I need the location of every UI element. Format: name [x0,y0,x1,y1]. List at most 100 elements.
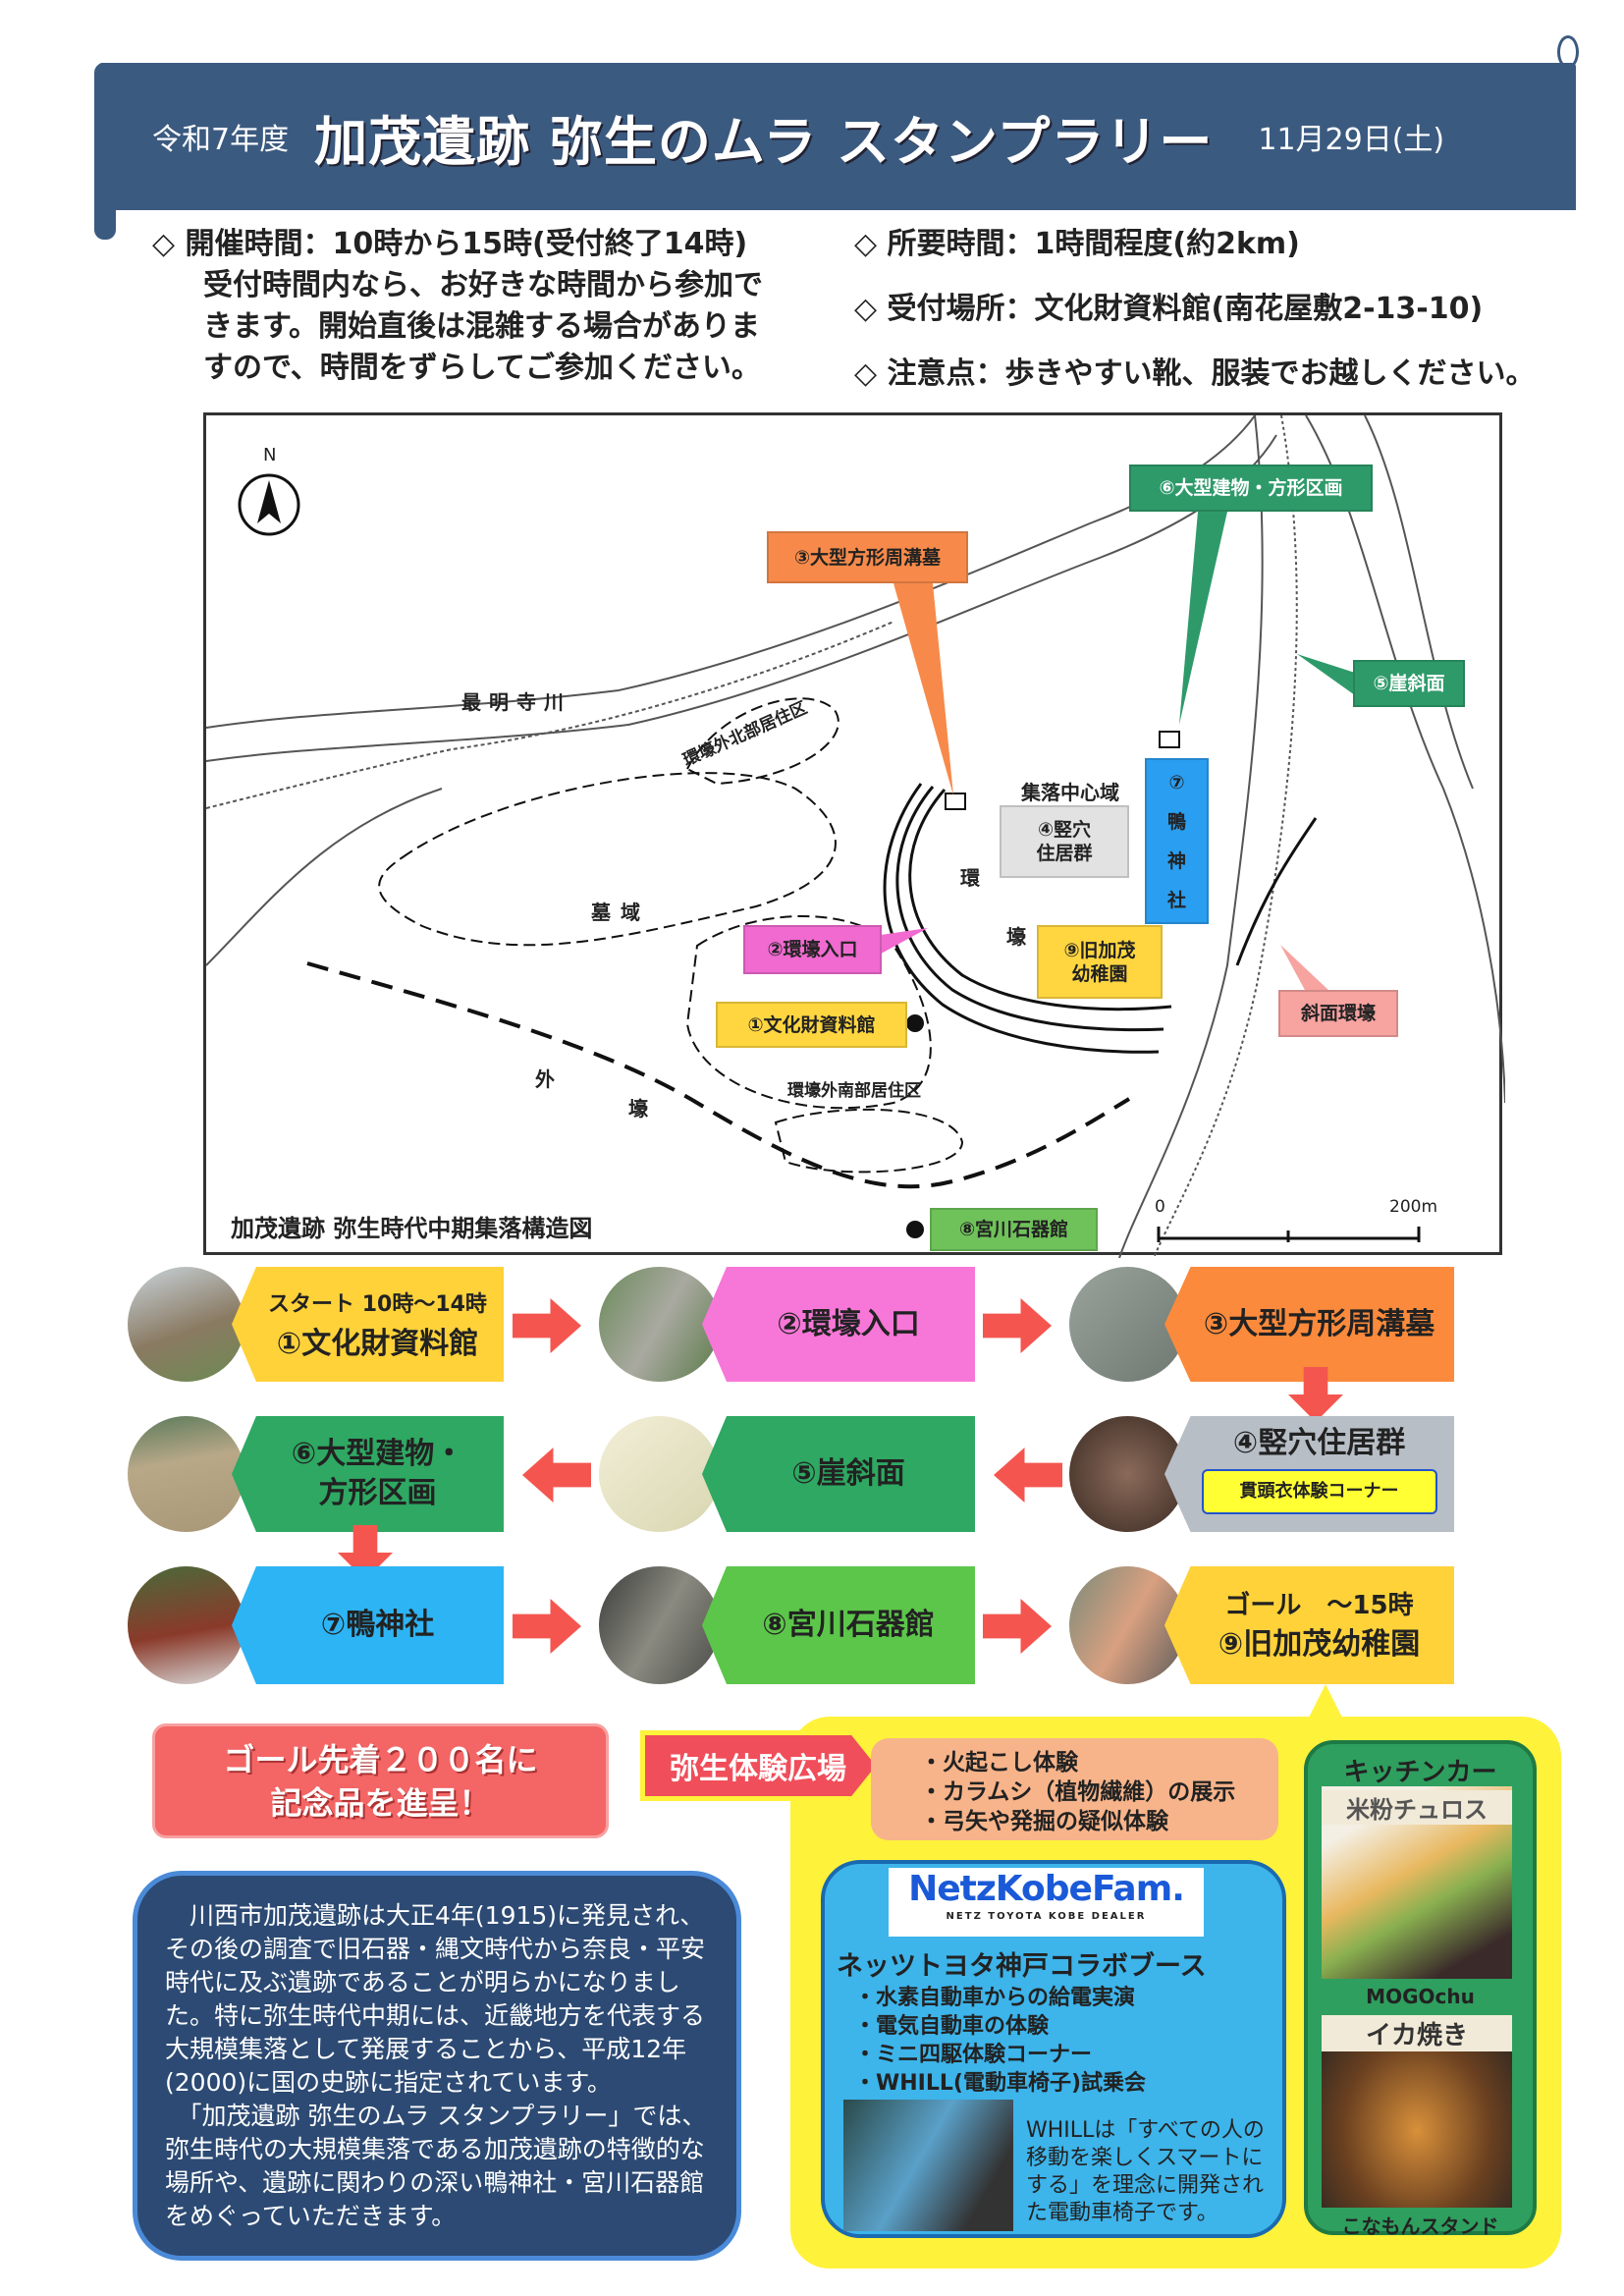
photo-entrance [599,1267,720,1382]
ring-moat-label: 壕 [1006,925,1026,949]
hours-label: ◇ 開催時間： [152,227,333,261]
netz-logo: NetzKobeFam. NETZ TOYOTA KOBE DEALER [889,1868,1204,1937]
activity-item: ・カラムシ（植物繊維）の展示 [920,1779,1236,1805]
river-bank [206,415,1256,729]
place-label: ◇ 受付場所： [854,292,1035,326]
photo-museum [128,1267,244,1382]
map-label-slope-moat: 斜面環壕 [1278,990,1398,1037]
prize-banner: ゴール先着２００名に記念品を進呈！ [152,1723,609,1838]
hours-note: すので、時間をずらしてご参加ください。 [203,351,761,385]
map-label-building: ⑥大型建物・方形区画 [1129,465,1373,512]
map-label-tomb: ③大型方形周溝墓 [767,531,968,583]
north-arrow-icon [257,480,281,523]
photo-stone-museum [599,1566,720,1684]
terrace-edge [206,788,443,966]
arrow-right-icon [983,1599,1052,1654]
hours-value: 10時から15時(受付終了14時) [332,227,748,261]
location-dot [906,1014,924,1032]
south-residence-label: 環壕外南部居住区 [787,1081,921,1101]
outer-moat-label: 壕 [628,1097,648,1121]
about-panel: 川西市加茂遺跡は大正4年(1915)に発見され、その後の調査で旧石器・縄文時代か… [133,1871,741,2261]
center-label: 集落中心域 [1021,781,1119,804]
stream [1305,415,1505,1104]
photo-building [128,1416,244,1532]
place-value: 文化財資料館(南花屋敷2-13-10) [1034,292,1484,326]
label-pointer [1179,512,1227,725]
kitchen-car-panel: キッチンカー 米粉チュロス MOGOchu イカ焼き こなもんスタンド [1304,1740,1537,2238]
photo-shrine [128,1566,244,1684]
map-label-kindergarten: ⑨旧加茂幼稚園 [1037,925,1163,999]
event-date: 11月29日(土) [1258,123,1445,157]
event-details: ◇ 所要時間：1時間程度(約2km) ◇ 受付場所：文化財資料館(南花屋敷2-1… [854,224,1561,395]
route-step-3: ③大型方形周溝墓 [1164,1267,1454,1382]
route-step-6: ⑥大型建物・方形区画 [232,1416,504,1532]
stream [1364,415,1474,790]
site-map: N 最明寺川 環壕外北部居住区 集落中心域 墓域 環 壕 外 壕 環壕外南部居住… [203,412,1505,1258]
plaza-tag: 弥生体験広場 [640,1730,876,1801]
hours-note: きます。開始直後は混雑する場合がありま [203,309,760,344]
page-title: 加茂遺跡 弥生のムラ スタンプラリー [314,110,1214,173]
ring-moat [908,789,1172,1011]
river-label: 最明寺川 [461,690,571,714]
river-bank [206,434,1277,762]
fiscal-year: 令和7年度 [152,123,290,157]
shop-name: MOGOchu [1366,1985,1475,2008]
map-drawing [206,415,1505,1258]
map-label-stone-museum: ⑧宮川石器館 [930,1208,1098,1251]
scale-zero: 0 [1155,1197,1165,1217]
arrow-left-icon [522,1448,591,1503]
cemetery-boundary [378,772,837,947]
site-marker-building [1159,731,1180,748]
whill-description: WHILLは「すべての人の移動を楽しくスマートにする」を理念に開発された電動車椅… [1026,2118,1265,2225]
ring-moat [895,786,1164,1032]
cemetery-label: 墓域 [591,901,650,924]
hours-note: 受付時間内なら、お好きな時間から参加で [203,268,763,302]
terrace-edge [206,621,894,809]
activity-item: ・弓矢や発掘の疑似体験 [920,1809,1168,1834]
duration-label: ◇ 所要時間： [854,227,1035,261]
arrow-right-icon [983,1298,1052,1353]
label-pointer [874,928,928,957]
costume-corner-badge: 貫頭衣体験コーナー [1201,1469,1437,1514]
ikayaki-photo: イカ焼き [1322,2015,1512,2208]
route-step-5: ⑤崖斜面 [702,1416,975,1532]
route-step-2: ②環壕入口 [702,1267,975,1382]
duration-value: 1時間程度(約2km) [1034,227,1300,261]
location-dot [906,1221,924,1238]
ring-moat [883,783,1160,1054]
south-residence-boundary [685,915,932,1110]
north-label: N [263,445,277,465]
north-residence-boundary [685,697,839,786]
label-pointer [893,583,953,795]
kitchen-title: キッチンカー [1343,1758,1497,1787]
shop-name: こなもんスタンド [1341,2214,1499,2238]
note-value: 歩きやすい靴、服装でお越しください。 [1004,356,1536,391]
netz-booth-panel: NetzKobeFam. NETZ TOYOTA KOBE DEALER ネッツ… [821,1860,1286,2238]
route-step-8: ⑧宮川石器館 [702,1566,975,1684]
arrow-left-icon [994,1448,1062,1503]
arrow-right-icon [513,1298,581,1353]
outer-moat [306,961,1131,1189]
map-label-entrance: ②環壕入口 [743,925,882,974]
cliff-edge [1118,415,1264,1258]
note-label: ◇ 注意点： [854,356,1005,391]
arrow-right-icon [513,1599,581,1654]
netz-items: ・水素自動車からの給電実演・電気自動車の体験・ミニ四駆体験コーナー・WHILL(… [854,1986,1147,2096]
label-pointer [1280,945,1330,992]
event-hours: ◇ 開催時間：10時から15時(受付終了14時) 受付時間内なら、お好きな時間か… [152,224,820,389]
cliff-edge [1153,415,1298,1258]
outer-moat-label: 外 [535,1067,555,1091]
ring-moat-label: 環 [960,866,980,890]
residence-boundary [774,1108,964,1174]
activity-item: ・火起こし体験 [920,1750,1078,1776]
route-step-4: ④竪穴住居群貫頭衣体験コーナー [1164,1416,1454,1532]
churros-photo: 米粉チュロス [1322,1786,1512,1979]
route-step-7: ⑦鴨神社 [232,1566,504,1684]
photo-cliff [599,1416,720,1532]
plaza-activities: ・火起こし体験 ・カラムシ（植物繊維）の展示 ・弓矢や発掘の疑似体験 [871,1738,1278,1840]
map-caption: 加茂遺跡 弥生時代中期集落構造図 [231,1215,593,1242]
callout-pointer [1306,1684,1345,1723]
